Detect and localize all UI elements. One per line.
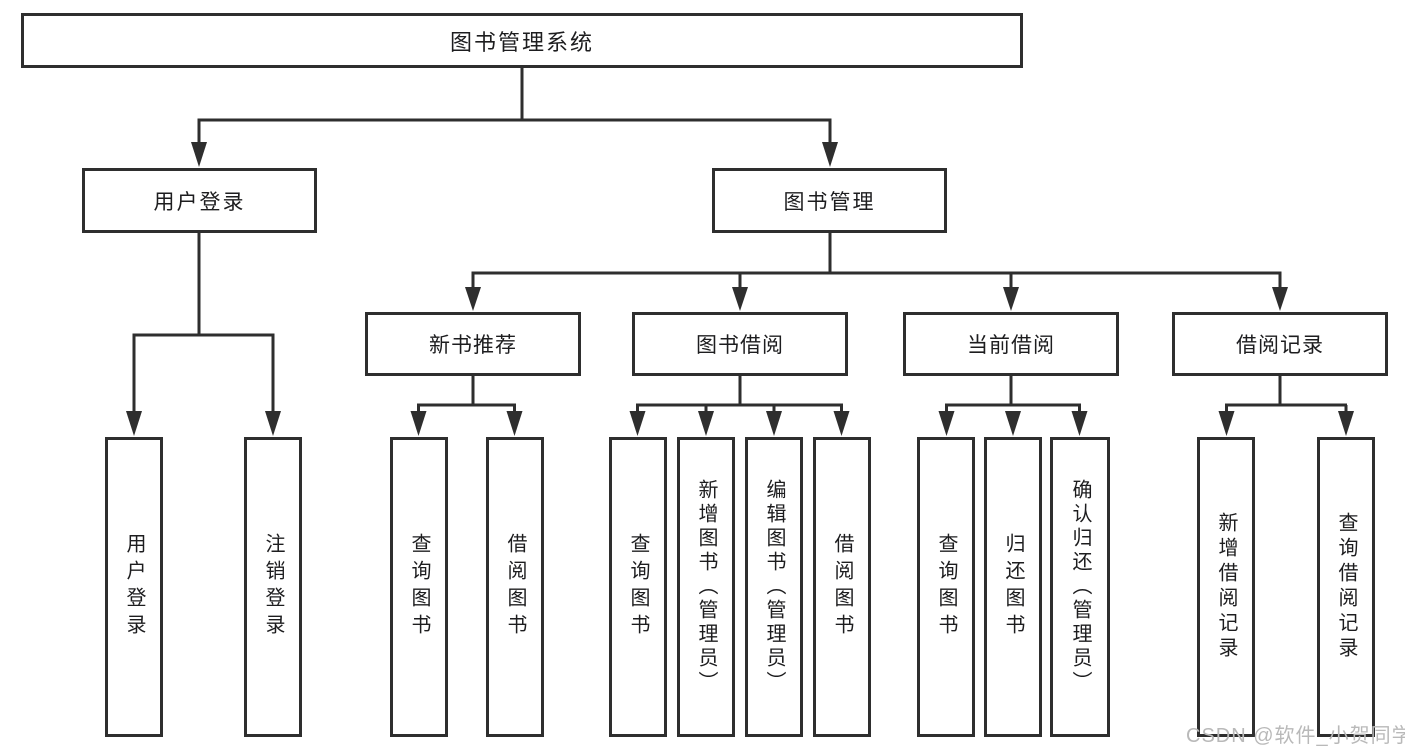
node-borrow-records: 借阅记录 <box>1172 312 1388 376</box>
node-label: 图书管理系统 <box>449 29 594 55</box>
node-book-borrow: 图书借阅 <box>632 312 848 376</box>
node-label: 新书推荐 <box>429 334 517 357</box>
leaf-edit-book-admin: 编辑图书（管理员） <box>745 437 803 737</box>
leaf-label: 借阅图书 <box>831 533 853 641</box>
node-current-borrow: 当前借阅 <box>903 312 1119 376</box>
leaf-borrow-books-recommend: 借阅图书 <box>486 437 544 737</box>
node-book-management: 图书管理 <box>712 168 947 233</box>
csdn-watermark: CSDN @软件_小贺同学 <box>1186 725 1405 747</box>
leaf-label: 归还图书 <box>1002 533 1024 641</box>
leaf-label: 用户登录 <box>123 533 145 641</box>
leaf-query-books-current: 查询图书 <box>917 437 975 737</box>
leaf-logout: 注销登录 <box>244 437 302 737</box>
leaf-query-books-recommend: 查询图书 <box>390 437 448 737</box>
leaf-label: 编辑图书（管理员） <box>763 479 785 695</box>
leaf-label: 查询图书 <box>408 533 430 641</box>
leaf-label: 借阅图书 <box>504 533 526 641</box>
leaf-label: 查询借阅记录 <box>1335 512 1357 662</box>
node-label: 当前借阅 <box>967 334 1055 357</box>
leaf-return-books: 归还图书 <box>984 437 1042 737</box>
leaf-query-borrow-record: 查询借阅记录 <box>1317 437 1375 737</box>
leaf-user-login: 用户登录 <box>105 437 163 737</box>
node-user-login: 用户登录 <box>82 168 317 233</box>
node-label: 图书借阅 <box>696 334 784 357</box>
node-new-book-recommend: 新书推荐 <box>365 312 581 376</box>
leaf-add-book-admin: 新增图书（管理员） <box>677 437 735 737</box>
node-library-management-system: 图书管理系统 <box>21 13 1023 68</box>
leaf-query-books-borrow: 查询图书 <box>609 437 667 737</box>
node-label: 用户登录 <box>153 190 246 214</box>
leaf-add-borrow-record: 新增借阅记录 <box>1197 437 1255 737</box>
leaf-label: 新增借阅记录 <box>1215 512 1237 662</box>
node-label: 图书管理 <box>783 190 876 214</box>
leaf-label: 查询图书 <box>627 533 649 641</box>
leaf-borrow-books-2: 借阅图书 <box>813 437 871 737</box>
leaf-label: 查询图书 <box>935 533 957 641</box>
leaf-label: 确认归还（管理员） <box>1069 479 1091 695</box>
leaf-label: 新增图书（管理员） <box>695 479 717 695</box>
leaf-label: 注销登录 <box>262 533 284 641</box>
leaf-confirm-return-admin: 确认归还（管理员） <box>1050 437 1110 737</box>
node-label: 借阅记录 <box>1236 334 1324 357</box>
